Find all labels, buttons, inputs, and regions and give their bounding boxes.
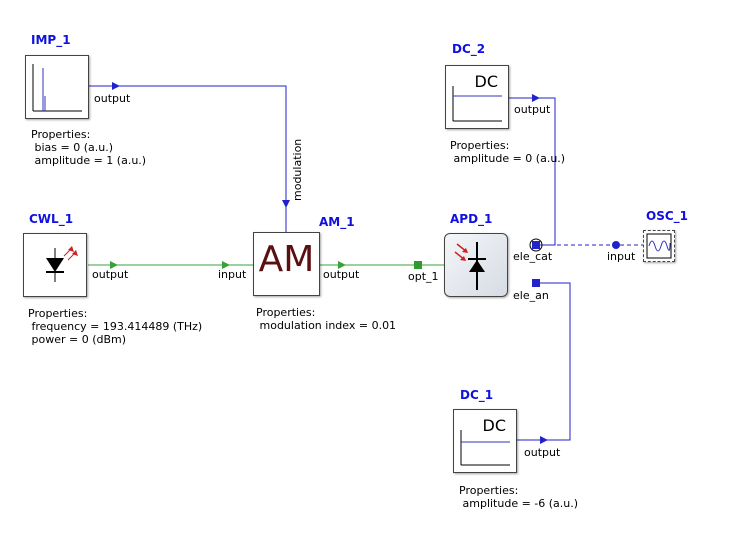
impulse-icon: [32, 64, 82, 112]
osc-title: OSC_1: [646, 209, 688, 223]
imp-properties: Properties: bias = 0 (a.u.) amplitude = …: [31, 128, 146, 167]
am-input-label: input: [218, 268, 247, 281]
osc-block[interactable]: [643, 230, 675, 262]
cwl-title: CWL_1: [29, 212, 74, 226]
cwl-prop-frequency: frequency = 193.414489 (THz): [31, 320, 203, 333]
am-icon-text: AM: [258, 239, 315, 280]
apd-cat-label: ele_cat: [513, 250, 553, 263]
dc2-props-label: Properties:: [450, 139, 510, 152]
am-block[interactable]: AM: [253, 232, 320, 296]
cwl-properties: Properties: frequency = 193.414489 (THz)…: [28, 307, 202, 346]
wire-apd-an-to-dc1: [516, 282, 571, 441]
imp-prop-amplitude: amplitude = 1 (a.u.): [34, 154, 147, 167]
imp-props-label: Properties:: [31, 128, 91, 141]
dc1-properties: Properties: amplitude = -6 (a.u.): [459, 484, 578, 510]
imp-output-port-icon: [112, 82, 120, 90]
dc2-title: DC_2: [452, 42, 486, 56]
am-modulation-label: modulation: [291, 138, 304, 201]
am-output-port-icon: [338, 261, 346, 269]
osc-input-label: input: [607, 250, 636, 263]
dc2-prop-amplitude: amplitude = 0 (a.u.): [453, 152, 566, 165]
apd-cat-port-ring-icon: [529, 238, 543, 252]
cwl-output-port-icon: [110, 261, 118, 269]
am-properties: Properties: modulation index = 0.01: [256, 306, 396, 332]
cwl-output-label: output: [92, 268, 129, 281]
apd-cat-port-icon: [532, 241, 540, 249]
dc1-output-label: output: [524, 446, 561, 459]
laser-diode-icon: [46, 246, 78, 282]
cwl-props-label: Properties:: [28, 307, 88, 320]
photodiode-icon: [454, 242, 486, 290]
am-title: AM_1: [319, 215, 355, 229]
apd-opt-label: opt_1: [408, 270, 439, 283]
dc-signal-icon: [452, 86, 502, 122]
dc1-icon-text: DC: [482, 416, 507, 435]
dc-signal-icon: [460, 430, 510, 466]
imp-output-label: output: [94, 92, 131, 105]
imp-title: IMP_1: [31, 33, 71, 47]
dc1-title: DC_1: [460, 388, 494, 402]
wire-dc2-to-apd-cat: [508, 97, 556, 246]
imp-prop-bias: bias = 0 (a.u.): [34, 141, 114, 154]
apd-block[interactable]: [444, 233, 508, 297]
am-output-label: output: [323, 268, 360, 281]
dc1-props-label: Properties:: [459, 484, 519, 497]
imp-block[interactable]: [25, 55, 89, 119]
oscilloscope-icon: [646, 233, 672, 259]
osc-input-port-icon: [612, 241, 620, 249]
am-props-label: Properties:: [256, 306, 316, 319]
dc2-block[interactable]: DC: [445, 65, 509, 129]
apd-an-port-icon: [532, 279, 540, 287]
am-modulation-port-icon: [282, 200, 290, 208]
dc1-output-port-icon: [540, 436, 548, 444]
wire-imp-to-am-modulation: [88, 85, 287, 232]
dc1-block[interactable]: DC: [453, 409, 517, 473]
apd-an-label: ele_an: [513, 289, 549, 302]
cwl-block[interactable]: [23, 233, 87, 297]
dc2-properties: Properties: amplitude = 0 (a.u.): [450, 139, 565, 165]
dc2-output-port-icon: [532, 94, 540, 102]
dc1-prop-amplitude: amplitude = -6 (a.u.): [462, 497, 579, 510]
apd-title: APD_1: [450, 212, 493, 226]
dc2-output-label: output: [514, 103, 551, 116]
am-prop-modulation-index: modulation index = 0.01: [259, 319, 397, 332]
am-input-port-icon: [222, 261, 230, 269]
apd-opt-port-icon: [414, 261, 422, 269]
dc2-icon-text: DC: [474, 72, 499, 91]
cwl-prop-power: power = 0 (dBm): [31, 333, 127, 346]
